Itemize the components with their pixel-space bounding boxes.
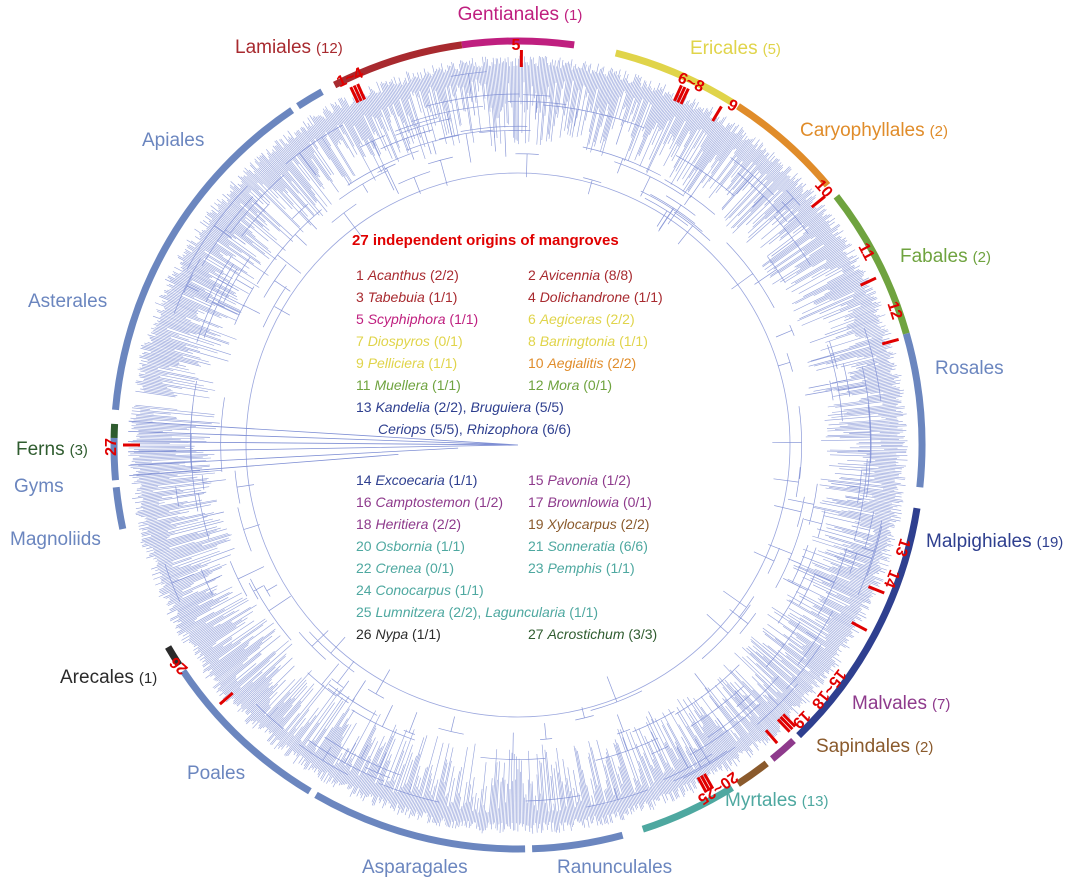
clade-label-apiales: Apiales [142,130,204,151]
origin-label: 1~4 [334,65,366,92]
origin-tick [782,713,797,728]
clade-label-rosales: Rosales [935,358,1004,379]
origin-tick [779,715,794,731]
clade-label-fabales: Fabales(2) [900,246,991,267]
clade-label-gentianales: Gentianales(1) [458,4,583,25]
clade-arc-malvales [769,737,796,762]
origin-label: 27 [103,438,120,456]
clade-arc-rosales [902,332,926,488]
clade-label-gyms: Gyms [14,476,64,497]
clade-arc-arecales [165,645,183,667]
clade-label-ericales: Ericales(5) [690,38,781,59]
origin-tick [218,691,234,706]
clade-arc-ericales [614,49,734,106]
clade-arc-magnoliids [112,486,127,530]
clade-arc-poales [180,668,312,795]
clade-label-malpighiales: Malpighiales(19) [926,531,1063,552]
origin-tick [703,773,715,790]
origin-tick [711,105,723,122]
origin-tick [851,621,868,632]
clade-arc-ferns [110,423,119,438]
origin-label: 14 [880,567,902,590]
clade-arc-caryophyllales [736,103,831,188]
clade-arc-ranunculales [531,831,624,853]
origin-tick [859,276,877,287]
origin-tick [810,195,826,209]
origin-label: 12 [883,300,905,322]
origin-tick [352,84,363,102]
tree-backbone-ring [245,172,791,718]
clade-arc-sapindales [736,760,769,787]
clade-label-magnoliids: Magnoliids [10,529,101,550]
origin-tick [699,774,711,792]
tree-tips [128,55,908,834]
origin-tick [764,729,779,745]
clade-arc-asparagales [314,791,526,853]
origin-tick [676,86,687,104]
clade-arc-myrtales [641,784,734,833]
origin-label: 11 [854,240,877,263]
clade-label-arecales: Arecales(1) [60,667,157,688]
clade-arc-apiales [296,88,324,110]
clade-arc-asterales [112,107,295,411]
clade-label-asterales: Asterales [28,291,107,312]
clade-arc-fabales [833,194,910,335]
origin-tick [673,84,683,102]
clade-label-sapindales: Sapindales(2) [816,736,933,757]
tree-fern-branches [127,420,519,476]
clade-label-ferns: Ferns(3) [16,439,88,460]
clade-arc-gentianales [461,37,575,49]
clade-label-caryophyllales: Caryophyllales(2) [800,120,948,141]
origin-tick [776,718,791,733]
clade-arcs [110,37,926,853]
phylogenetic-tree [127,55,908,834]
clade-label-asparagales: Asparagales [362,857,468,878]
origin-tick [349,86,360,104]
clade-arc-gyms [110,437,119,481]
origin-tick [867,585,885,595]
origin-tick [679,87,690,105]
clade-arc-malpighiales [796,507,921,739]
origin-tick [881,337,900,346]
tree-internal-branches [164,71,883,808]
origin-label: 13 [891,536,913,558]
origin-tick [356,83,366,101]
clade-arc-lamiales [333,41,463,89]
clade-labels: Gentianales(1) Ericales(5) Caryophyllales(… [10,4,1063,878]
origin-label: 5 [512,37,521,54]
clade-label-malvales: Malvales(7) [852,693,950,714]
clade-label-ranunculales: Ranunculales [557,857,672,878]
origin-tick [696,776,708,794]
clade-label-myrtales: Myrtales(13) [725,790,828,811]
clade-label-lamiales: Lamiales(12) [235,37,343,58]
clade-label-poales: Poales [187,763,245,784]
